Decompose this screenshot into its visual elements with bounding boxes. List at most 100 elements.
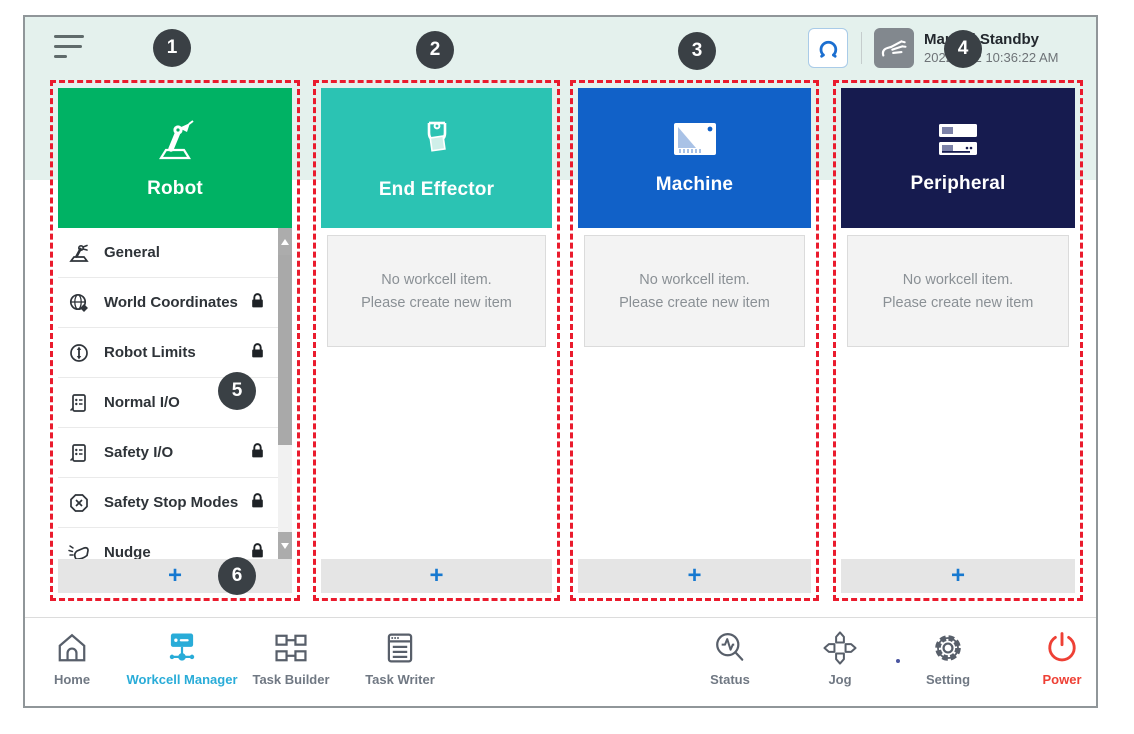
add-peripheral-item-button[interactable]: + <box>841 559 1075 593</box>
nav-power[interactable]: Power <box>997 628 1127 687</box>
add-machine-item-button[interactable]: + <box>578 559 811 593</box>
peripheral-title: Peripheral <box>910 173 1006 194</box>
tool-gripper-button[interactable] <box>808 28 848 68</box>
callout-badge-4: 4 <box>944 30 982 68</box>
nav-task-writer[interactable]: Task Writer <box>335 628 465 687</box>
workcell-manager-icon <box>169 633 195 661</box>
nav-label: Power <box>1042 672 1082 687</box>
list-item-robot-limits[interactable]: Robot Limits <box>58 328 292 378</box>
empty-line2: Please create new item <box>619 294 770 311</box>
triangle-up-icon <box>281 238 289 245</box>
callout-badge-1: 1 <box>153 29 191 67</box>
callout-badge-2: 2 <box>416 31 454 69</box>
plus-icon: + <box>687 562 702 589</box>
column-machine: Machine No workcell item. Please create … <box>570 80 819 601</box>
nudge-hand-icon <box>68 541 94 559</box>
lock-icon <box>249 292 266 314</box>
empty-state: No workcell item. Please create new item <box>584 235 805 347</box>
io-terminal-icon <box>68 391 94 415</box>
list-item-label: Robot Limits <box>104 344 196 361</box>
robot-header-button[interactable]: Robot <box>58 88 292 228</box>
list-item-safety-stop-modes[interactable]: Safety Stop Modes <box>58 478 292 528</box>
column-peripheral: Peripheral No workcell item. Please crea… <box>833 80 1083 601</box>
nav-label: Setting <box>925 672 971 687</box>
list-item-label: World Coordinates <box>104 294 238 311</box>
list-item-label: Safety I/O <box>104 444 174 461</box>
list-item-label: Normal I/O <box>104 394 180 411</box>
header-divider <box>861 32 862 64</box>
limit-circle-icon <box>68 341 94 365</box>
callout-badge-3: 3 <box>678 32 716 70</box>
stop-octagon-icon <box>68 491 94 515</box>
nav-small-dot <box>896 659 900 663</box>
globe-axis-icon <box>68 291 94 315</box>
gripper-icon <box>427 121 446 152</box>
gripper-claw-icon <box>819 40 838 58</box>
robot-arm-icon <box>159 120 194 160</box>
add-robot-item-button[interactable]: + <box>58 559 292 593</box>
column-robot: Robot General <box>50 80 300 601</box>
empty-line2: Please create new item <box>361 294 512 311</box>
nav-label: Home <box>53 672 91 687</box>
lock-icon <box>249 442 266 464</box>
robot-arm-small-icon <box>68 241 94 265</box>
peripheral-body: No workcell item. Please create new item <box>841 228 1075 559</box>
end-effector-body: No workcell item. Please create new item <box>321 228 552 559</box>
plus-icon: + <box>950 562 965 589</box>
empty-state: No workcell item. Please create new item <box>327 235 546 347</box>
lock-icon <box>249 342 266 364</box>
add-end-effector-item-button[interactable]: + <box>321 559 552 593</box>
list-item-world-coordinates[interactable]: World Coordinates <box>58 278 292 328</box>
list-item-label: Nudge <box>104 544 151 559</box>
robot-title: Robot <box>147 178 203 199</box>
scroll-up-button[interactable] <box>278 228 292 255</box>
list-item-label: General <box>104 244 160 261</box>
list-item-normal-io[interactable]: Normal I/O <box>58 378 292 428</box>
power-icon <box>1048 632 1076 662</box>
end-effector-title: End Effector <box>378 179 495 200</box>
scrollbar-thumb[interactable] <box>278 255 292 445</box>
scrollbar[interactable] <box>278 228 292 559</box>
peripheral-header-button[interactable]: Peripheral <box>841 88 1075 228</box>
list-item-safety-io[interactable]: Safety I/O <box>58 428 292 478</box>
plus-icon: + <box>167 562 182 589</box>
machine-header-button[interactable]: Machine <box>578 88 811 228</box>
empty-line1: No workcell item. <box>902 271 1014 288</box>
callout-badge-6: 6 <box>218 557 256 595</box>
bottom-navigation: Home Workcell Manager <box>25 617 1096 706</box>
nav-label: Task Writer <box>365 672 435 687</box>
home-icon <box>58 633 86 662</box>
list-item-general[interactable]: General <box>58 228 292 278</box>
nav-label: Task Builder <box>252 672 330 687</box>
end-effector-header-button[interactable]: End Effector <box>321 88 552 228</box>
manual-mode-button[interactable] <box>874 28 914 68</box>
empty-line2: Please create new item <box>882 294 1034 311</box>
scroll-down-button[interactable] <box>278 532 292 559</box>
io-terminal-icon <box>68 441 94 465</box>
callout-badge-5: 5 <box>218 372 256 410</box>
nav-jog[interactable]: Jog <box>775 628 905 687</box>
task-writer-icon <box>387 633 413 663</box>
nav-label: Jog <box>828 672 852 687</box>
triangle-down-icon <box>281 542 289 549</box>
nav-setting[interactable]: Setting <box>883 628 1013 687</box>
nav-status[interactable]: Status <box>665 628 795 687</box>
list-item-nudge[interactable]: Nudge <box>58 528 292 559</box>
lock-icon <box>249 542 266 560</box>
nav-workcell-manager[interactable]: Workcell Manager <box>117 628 247 687</box>
task-builder-icon <box>275 634 307 662</box>
machine-body: No workcell item. Please create new item <box>578 228 811 559</box>
hand-icon <box>881 40 907 57</box>
nav-task-builder[interactable]: Task Builder <box>226 628 356 687</box>
status-icon <box>716 633 744 661</box>
empty-line1: No workcell item. <box>381 271 492 288</box>
plus-icon: + <box>429 562 444 589</box>
lock-icon <box>249 492 266 514</box>
nav-home[interactable]: Home <box>7 628 137 687</box>
peripheral-icon <box>939 124 977 155</box>
hamburger-menu-icon[interactable] <box>54 35 88 63</box>
machine-title: Machine <box>655 174 734 195</box>
column-end-effector: End Effector No workcell item. Please cr… <box>313 80 560 601</box>
nav-label: Workcell Manager <box>126 672 238 687</box>
